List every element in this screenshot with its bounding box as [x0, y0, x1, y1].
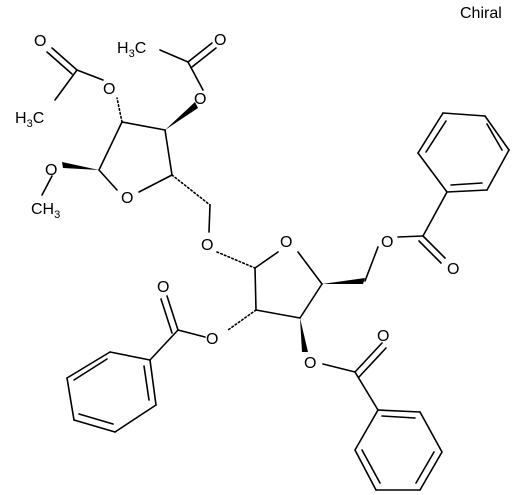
benzoyl-group-5 — [322, 112, 510, 284]
methyl-methoxy: CH3 — [31, 201, 60, 221]
atom-o-acetyl-2-carbonyl: O — [214, 32, 226, 49]
benzoyl-group-2 — [66, 295, 257, 433]
atom-o-acetyl-1-carbonyl: O — [34, 33, 46, 50]
wedge-c4-ch2 — [322, 278, 365, 284]
acetyl-group-1 — [46, 47, 123, 123]
atom-o-glycosidic: O — [201, 237, 213, 254]
atom-labels: O O O O O O O O O O O O O O H3C H3C CH3 — [15, 32, 459, 372]
atom-o-ring-lower: O — [280, 234, 292, 251]
methyl-acetyl-1: H3C — [15, 110, 44, 130]
acetyl-group-2 — [159, 42, 217, 130]
lower-furanose-ring — [216, 251, 323, 319]
atom-o-methoxy: O — [45, 162, 57, 179]
atom-o-acetyl-1-ester: O — [103, 81, 115, 98]
atom-o-ring-upper: O — [121, 190, 133, 207]
atom-o-benzoyl-3-carbonyl: O — [377, 328, 389, 345]
ch2-linker-upper — [171, 174, 211, 233]
upper-furanose-ring — [98, 121, 173, 193]
atom-o-benzoyl-2-carbonyl: O — [157, 279, 169, 296]
methyl-acetyl-2: H3C — [117, 40, 146, 60]
wedge-c1-o — [62, 162, 99, 170]
benzoyl-group-3 — [300, 318, 443, 491]
atom-o-benzoyl-2-ester: O — [206, 331, 218, 348]
chiral-label: Chiral — [460, 5, 502, 22]
wedge-c3-o — [165, 102, 198, 130]
methoxy-group — [41, 162, 99, 196]
atom-o-acetyl-2-ester: O — [194, 91, 206, 108]
wedge-c3-o-lower — [300, 318, 308, 352]
atom-o-benzoyl-3-ester: O — [304, 355, 316, 372]
atom-o-benzoyl-5-ester: O — [381, 234, 393, 251]
bonds — [41, 42, 510, 491]
atom-o-benzoyl-5-carbonyl: O — [447, 261, 459, 278]
